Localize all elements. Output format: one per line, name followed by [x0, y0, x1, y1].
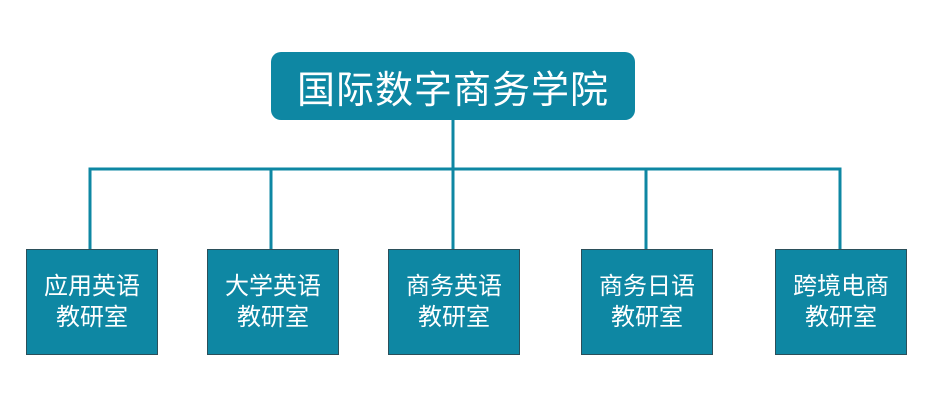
child-node-label-line1: 大学英语 [225, 272, 321, 300]
child-node-label-line1: 跨境电商 [793, 272, 889, 300]
child-node-label-line2: 教研室 [805, 303, 877, 331]
child-node-4: 商务日语 教研室 [581, 249, 713, 355]
root-node: 国际数字商务学院 [271, 52, 635, 120]
child-node-5: 跨境电商 教研室 [775, 249, 907, 355]
child-node-label-line1: 商务日语 [599, 272, 695, 300]
root-node-label: 国际数字商务学院 [296, 67, 609, 112]
child-node-1: 应用英语 教研室 [26, 249, 158, 355]
child-node-label-line2: 教研室 [56, 303, 128, 331]
child-node-label-line2: 教研室 [237, 303, 309, 331]
child-node-label-line2: 教研室 [418, 303, 490, 331]
child-node-label-line2: 教研室 [611, 303, 683, 331]
child-node-2: 大学英语 教研室 [207, 249, 339, 355]
child-node-3: 商务英语 教研室 [388, 249, 520, 355]
child-node-label-line1: 商务英语 [406, 272, 502, 300]
child-node-label-line1: 应用英语 [44, 272, 140, 300]
